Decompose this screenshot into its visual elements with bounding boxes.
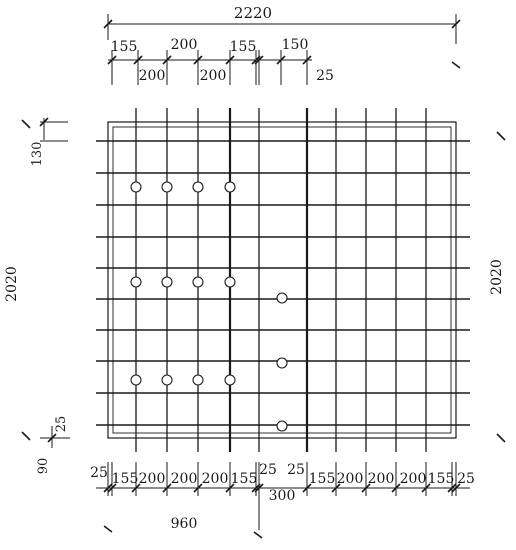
dim-bottom-25b: 25 [259,462,277,478]
dim-top-150: 150 [282,37,309,53]
dim-tick [421,483,431,493]
dim-overall-width: 2220 [234,4,272,22]
anchor-hole [161,374,173,386]
dim-tick [496,433,506,443]
dim-left-2020: 2020 [4,266,20,302]
dim-tick [133,55,143,65]
dim-left-90: 90 [36,458,51,475]
dim-tick [451,19,461,29]
dim-tick [103,525,113,533]
dim-bottom-960: 960 [171,516,198,532]
dim-bottom-155c: 155 [309,471,336,487]
dim-tick [162,483,172,493]
anchor-hole [192,181,204,193]
dim-tick [21,119,31,129]
dim-tick [39,117,49,127]
dim-top-200c: 200 [200,68,227,84]
dim-bottom-300: 300 [269,488,296,504]
dim-tick [276,55,286,65]
dim-tick [451,61,461,69]
anchor-hole [130,374,142,386]
dim-tick [225,55,235,65]
dim-tick [131,483,141,493]
dim-bottom-155b: 155 [231,471,258,487]
dim-bottom-200a: 200 [139,471,166,487]
anchor-hole [224,181,236,193]
slab-inner-edge [112,126,452,434]
anchor-hole [161,181,173,193]
anchor-holes [130,181,288,432]
dim-tick [103,19,113,29]
rebar-grid [96,108,470,452]
dim-bottom-25d: 25 [457,471,475,487]
dim-tick [193,55,203,65]
dim-bottom-200e: 200 [368,471,395,487]
anchor-hole [276,292,288,304]
dim-tick [331,483,341,493]
dim-tick [47,433,57,443]
dim-bottom-25a: 25 [90,465,108,481]
dim-bottom-155d: 155 [428,471,455,487]
dim-bottom-200d: 200 [337,471,364,487]
dim-tick [447,483,457,493]
anchor-hole [161,276,173,288]
slab-outline [107,121,457,439]
dim-left-130: 130 [30,142,45,167]
dim-top-200b: 200 [139,68,166,84]
dim-bottom-155a: 155 [112,471,139,487]
dim-tick [21,431,31,441]
dim-tick [391,483,401,493]
slab-outer-edge [107,121,457,439]
dim-tick [254,55,264,65]
anchor-hole [276,420,288,432]
anchor-hole [130,276,142,288]
dim-tick [162,55,172,65]
dim-tick [193,483,203,493]
dim-tick [302,55,312,65]
dim-tick [103,483,113,493]
dim-left-25: 25 [54,416,69,433]
anchor-hole [192,374,204,386]
dimension-lines [21,14,506,539]
dim-tick [253,531,263,539]
dim-bottom-200b: 200 [171,471,198,487]
dim-tick [107,55,117,65]
anchor-hole [224,276,236,288]
dim-top-155b: 155 [230,39,257,55]
anchor-hole [130,181,142,193]
dim-tick [107,483,117,493]
dim-tick [225,483,235,493]
dim-top-155a: 155 [111,39,138,55]
dim-tick [496,131,506,141]
anchor-hole [276,357,288,369]
anchor-hole [192,276,204,288]
dim-tick [451,483,461,493]
dim-top-25: 25 [316,68,334,84]
dim-tick [302,483,312,493]
dim-bottom-200f: 200 [400,471,427,487]
dim-bottom-200c: 200 [202,471,229,487]
anchor-hole [224,374,236,386]
dim-bottom-25c: 25 [287,462,305,478]
dim-top-200a: 200 [171,37,198,53]
dim-tick [361,483,371,493]
dim-right-2020: 2020 [489,259,505,295]
